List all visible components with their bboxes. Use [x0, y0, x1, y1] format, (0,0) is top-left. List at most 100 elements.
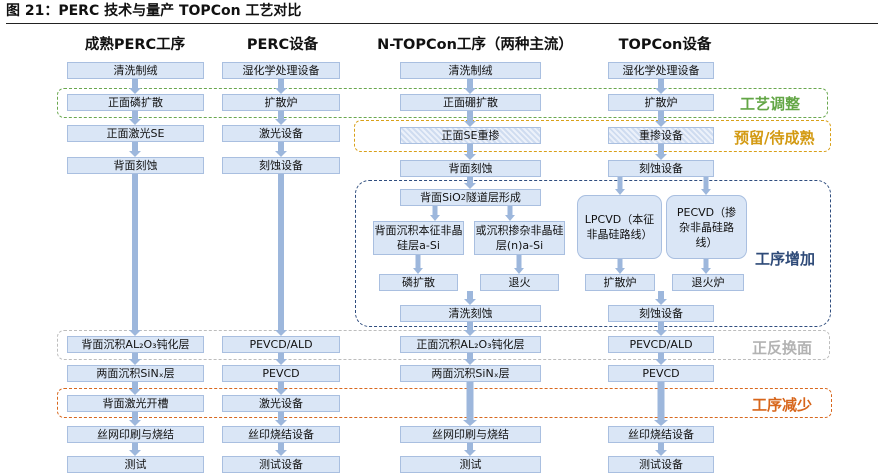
c2-laser2-box: 激光设备	[222, 395, 340, 412]
flow-arrow-5	[129, 382, 141, 395]
c4-pecvd-route-box: PECVD（掺杂非晶硅路线）	[666, 195, 747, 259]
flow-arrow-16	[464, 79, 476, 94]
flow-arrow-14	[275, 412, 287, 426]
flow-arrow-26	[464, 353, 476, 365]
flow-arrow-40	[655, 443, 667, 456]
c3-boron-diffusion-box: 正面硼扩散	[400, 94, 541, 111]
flow-arrow-0	[129, 79, 141, 94]
c3-front-al2o3-box: 正面沉积AL₂O₃钝化层	[400, 336, 541, 353]
flow-arrow-33	[701, 177, 711, 195]
group-frame-process-reduced	[57, 388, 832, 418]
flow-arrow-7	[129, 443, 141, 456]
flow-arrow-39	[654, 382, 668, 426]
flow-arrow-36	[655, 291, 667, 305]
c3-doped-asi-box: 或沉积掺杂非晶硅层(n)a-Si	[474, 221, 565, 255]
flow-arrow-38	[655, 353, 667, 365]
flow-arrow-2	[129, 142, 141, 157]
c3-print-box: 丝网印刷与烧结	[400, 426, 541, 443]
flow-arrow-27	[463, 382, 477, 426]
column-header-perc-equipment: PERC设备	[246, 37, 319, 53]
c4-diffusion2-box: 扩散炉	[585, 274, 655, 291]
c3-back-etch-box: 背面刻蚀	[400, 160, 541, 177]
flow-arrow-22	[413, 255, 423, 274]
c2-wet-chem-box: 湿化学处理设备	[222, 62, 340, 79]
c4-pecvd-box: PEVCD	[608, 365, 714, 382]
c1-laser-se-box: 正面激光SE	[67, 125, 204, 142]
flow-arrow-21	[505, 206, 515, 221]
c1-clean-box: 清洗制绒	[67, 62, 204, 79]
c4-diffusion-box: 扩散炉	[608, 94, 714, 111]
column-header-perc-process: 成熟PERC工序	[84, 37, 186, 53]
c4-print-box: 丝印烧结设备	[608, 426, 714, 443]
c4-test-box: 测试设备	[608, 456, 714, 473]
c3-phos-diffusion-box: 磷扩散	[379, 274, 458, 291]
group-frame-front-back-swap	[57, 330, 830, 360]
c4-anneal-furnace-box: 退火炉	[672, 274, 744, 291]
c2-etch-box: 刻蚀设备	[222, 157, 340, 174]
column-header-topcon-equipment: TOPCon设备	[618, 37, 712, 53]
flow-arrow-4	[129, 353, 141, 365]
c4-etch2-box: 刻蚀设备	[608, 305, 714, 322]
flow-arrow-10	[275, 142, 287, 157]
flow-arrow-28	[464, 443, 476, 456]
c3-se-heavy-doping-box: 正面SE重掺	[400, 127, 541, 144]
c4-etch-box: 刻蚀设备	[608, 160, 714, 177]
flow-arrow-37	[655, 322, 667, 336]
flow-arrow-35	[701, 259, 711, 274]
flow-arrow-15	[275, 443, 287, 456]
c3-clean-etch-box: 清洗刻蚀	[400, 305, 541, 322]
group-label-process-adjust: 工艺调整	[740, 95, 801, 113]
c3-sio2-text-post: 隧道层形成	[465, 191, 521, 204]
flow-arrow-8	[275, 79, 287, 94]
group-frame-reserved-maturing	[354, 120, 831, 152]
group-label-process-reduced: 工序减少	[752, 396, 813, 414]
c2-print-box: 丝印烧结设备	[222, 426, 340, 443]
column-header-topcon-process: N-TOPCon工序（两种主流）	[377, 37, 573, 53]
c1-back-al2o3-box: 背面沉积AL₂O₃钝化层	[67, 336, 204, 353]
c2-laser-box: 激光设备	[222, 125, 340, 142]
flow-arrow-23	[514, 255, 524, 274]
flow-arrow-24	[464, 291, 476, 305]
c2-pecvd-box: PEVCD	[222, 365, 340, 382]
c3-anneal-box: 退火	[480, 274, 559, 291]
c1-sinx-box: 两面沉积SiNₓ层	[67, 365, 204, 382]
c4-wet-chem-box: 湿化学处理设备	[608, 62, 714, 79]
c1-phos-diffusion-box: 正面磷扩散	[67, 94, 204, 111]
c3-sio2-subscript: 2	[460, 193, 466, 202]
group-frame-process-added	[355, 180, 831, 327]
flow-arrow-6	[129, 412, 141, 426]
group-frame-process-adjust	[57, 88, 828, 118]
flow-arrow-25	[464, 322, 476, 336]
flow-arrow-31	[655, 144, 667, 160]
c4-pecvd-ald-box: PEVCD/ALD	[608, 336, 714, 353]
group-label-reserved-maturing: 预留/待成熟	[734, 129, 815, 147]
c3-sinx-box: 两面沉积SiNₓ层	[400, 365, 541, 382]
flow-arrow-1	[129, 111, 141, 125]
c3-clean-box: 清洗制绒	[400, 62, 541, 79]
flow-arrow-34	[615, 259, 625, 274]
flow-arrow-18	[464, 144, 476, 160]
flow-arrow-20	[430, 206, 440, 221]
flow-arrow-29	[655, 79, 667, 94]
c2-test-box: 测试设备	[222, 456, 340, 473]
flow-arrow-13	[275, 382, 287, 395]
c2-pecvd-ald-box: PEVCD/ALD	[222, 336, 340, 353]
c4-lpcvd-box: LPCVD（本征非晶硅路线）	[577, 195, 662, 259]
flow-arrow-12	[275, 353, 287, 365]
flow-arrow-32	[615, 177, 625, 195]
flow-arrow-3	[129, 174, 141, 336]
flow-arrow-11	[275, 174, 287, 336]
group-label-front-back-swap: 正反换面	[752, 339, 813, 357]
flow-arrow-9	[275, 111, 287, 125]
c3-test-box: 测试	[400, 456, 541, 473]
group-label-process-added: 工序增加	[755, 250, 816, 268]
flow-arrow-17	[464, 111, 476, 127]
c4-heavy-doping-box: 重掺设备	[608, 127, 714, 144]
c3-sio2-text-pre: 背面SiO	[420, 191, 461, 204]
c2-diffusion-box: 扩散炉	[222, 94, 340, 111]
flow-arrow-19	[464, 177, 476, 189]
figure-title: 图 21：PERC 技术与量产 TOPCon 工艺对比	[6, 1, 878, 24]
c1-test-box: 测试	[67, 456, 204, 473]
